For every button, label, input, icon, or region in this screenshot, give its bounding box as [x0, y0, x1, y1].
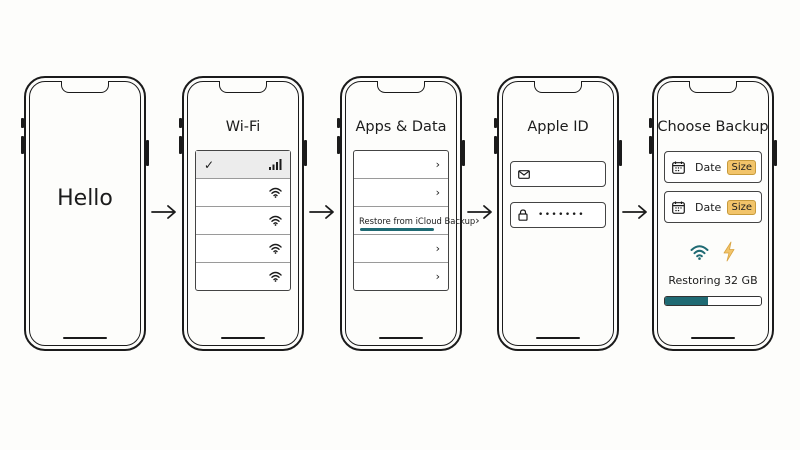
wifi-network-row[interactable]: [196, 179, 290, 207]
side-button: [494, 118, 497, 128]
wifi-network-row[interactable]: [196, 207, 290, 235]
side-button: [146, 140, 149, 166]
backup-date: Date: [695, 200, 722, 214]
wifi-network-row[interactable]: [196, 235, 290, 263]
side-button: [21, 118, 24, 128]
side-button: [179, 118, 182, 128]
lock-icon: [518, 209, 528, 221]
home-indicator: [536, 336, 580, 339]
phone-wifi: Wi-Fi ✓: [179, 76, 307, 351]
home-indicator: [691, 336, 735, 339]
restore-status: Restoring 32 GB: [668, 274, 758, 287]
side-button: [304, 140, 307, 166]
restore-from-icloud-option[interactable]: Restore from iCloud Backup ›: [354, 207, 480, 235]
side-button: [774, 140, 777, 166]
notch: [377, 81, 425, 93]
chevron-right-icon: ›: [475, 214, 480, 227]
screen-title: Apple ID: [527, 119, 589, 135]
phone-apps-data: Apps & Data › › Restore from iCloud Back…: [337, 76, 480, 351]
signal-bars-icon: [269, 159, 282, 170]
calendar-icon: [672, 201, 685, 214]
side-button: [649, 136, 652, 154]
wifi-icon: [690, 245, 709, 260]
notch: [219, 81, 267, 93]
wifi-icon: [269, 215, 282, 226]
screen-title: Wi-Fi: [225, 119, 261, 135]
wifi-network-row[interactable]: [196, 263, 290, 290]
phone-hello: Hello: [21, 76, 149, 351]
mail-icon: [518, 169, 530, 179]
email-field[interactable]: [510, 161, 606, 187]
hello-text: Hello: [57, 186, 113, 211]
arrow-right-icon: [309, 205, 334, 219]
backup-option[interactable]: Date Size: [664, 191, 762, 223]
restore-option-label: Restore from iCloud Backup: [359, 215, 476, 226]
apps-data-option[interactable]: ›: [354, 151, 448, 179]
side-button: [21, 136, 24, 154]
arrow-right-icon: [467, 205, 492, 219]
arrow-right-icon: [622, 205, 647, 219]
notch: [689, 81, 737, 93]
side-button: [462, 140, 465, 166]
lightning-icon: [723, 241, 735, 262]
notch: [61, 81, 109, 93]
phone-apple-id: Apple ID •••••••: [494, 76, 622, 351]
home-indicator: [221, 336, 265, 339]
backup-date: Date: [695, 160, 722, 174]
apps-data-option[interactable]: ›: [354, 235, 448, 263]
wifi-icon: [269, 271, 282, 282]
apps-data-option[interactable]: ›: [354, 263, 448, 290]
side-button: [179, 136, 182, 154]
restore-progress-bar: [664, 296, 762, 306]
chevron-right-icon: ›: [435, 186, 440, 199]
side-button: [619, 140, 622, 166]
backup-option[interactable]: Date Size: [664, 151, 762, 183]
selection-highlight: [360, 228, 434, 231]
apps-data-option[interactable]: ›: [354, 179, 448, 207]
side-button: [649, 118, 652, 128]
home-indicator: [63, 336, 107, 339]
wifi-network-row-selected[interactable]: ✓: [196, 151, 290, 179]
notch: [534, 81, 582, 93]
screen-title: Choose Backup: [657, 119, 769, 135]
calendar-icon: [672, 161, 685, 174]
screen-title: Apps & Data: [355, 119, 447, 135]
chevron-right-icon: ›: [435, 270, 440, 283]
checkmark-icon: ✓: [204, 157, 215, 172]
chevron-right-icon: ›: [435, 242, 440, 255]
wifi-network-list: ✓: [195, 150, 291, 291]
side-button: [337, 118, 340, 128]
password-field[interactable]: •••••••: [510, 202, 606, 228]
phone-choose-backup: Choose Backup Date Size Date Size Restor…: [649, 76, 777, 351]
chevron-right-icon: ›: [435, 158, 440, 171]
password-value: •••••••: [538, 210, 585, 220]
wifi-icon: [269, 187, 282, 198]
side-button: [494, 136, 497, 154]
apps-data-option-list: › › Restore from iCloud Backup › › ›: [353, 150, 480, 291]
backup-size-badge: Size: [727, 159, 756, 175]
arrow-right-icon: [151, 205, 176, 219]
side-button: [337, 136, 340, 154]
progress-fill: [665, 297, 709, 305]
home-indicator: [379, 336, 423, 339]
backup-size-badge: Size: [727, 199, 756, 215]
wifi-icon: [269, 243, 282, 254]
